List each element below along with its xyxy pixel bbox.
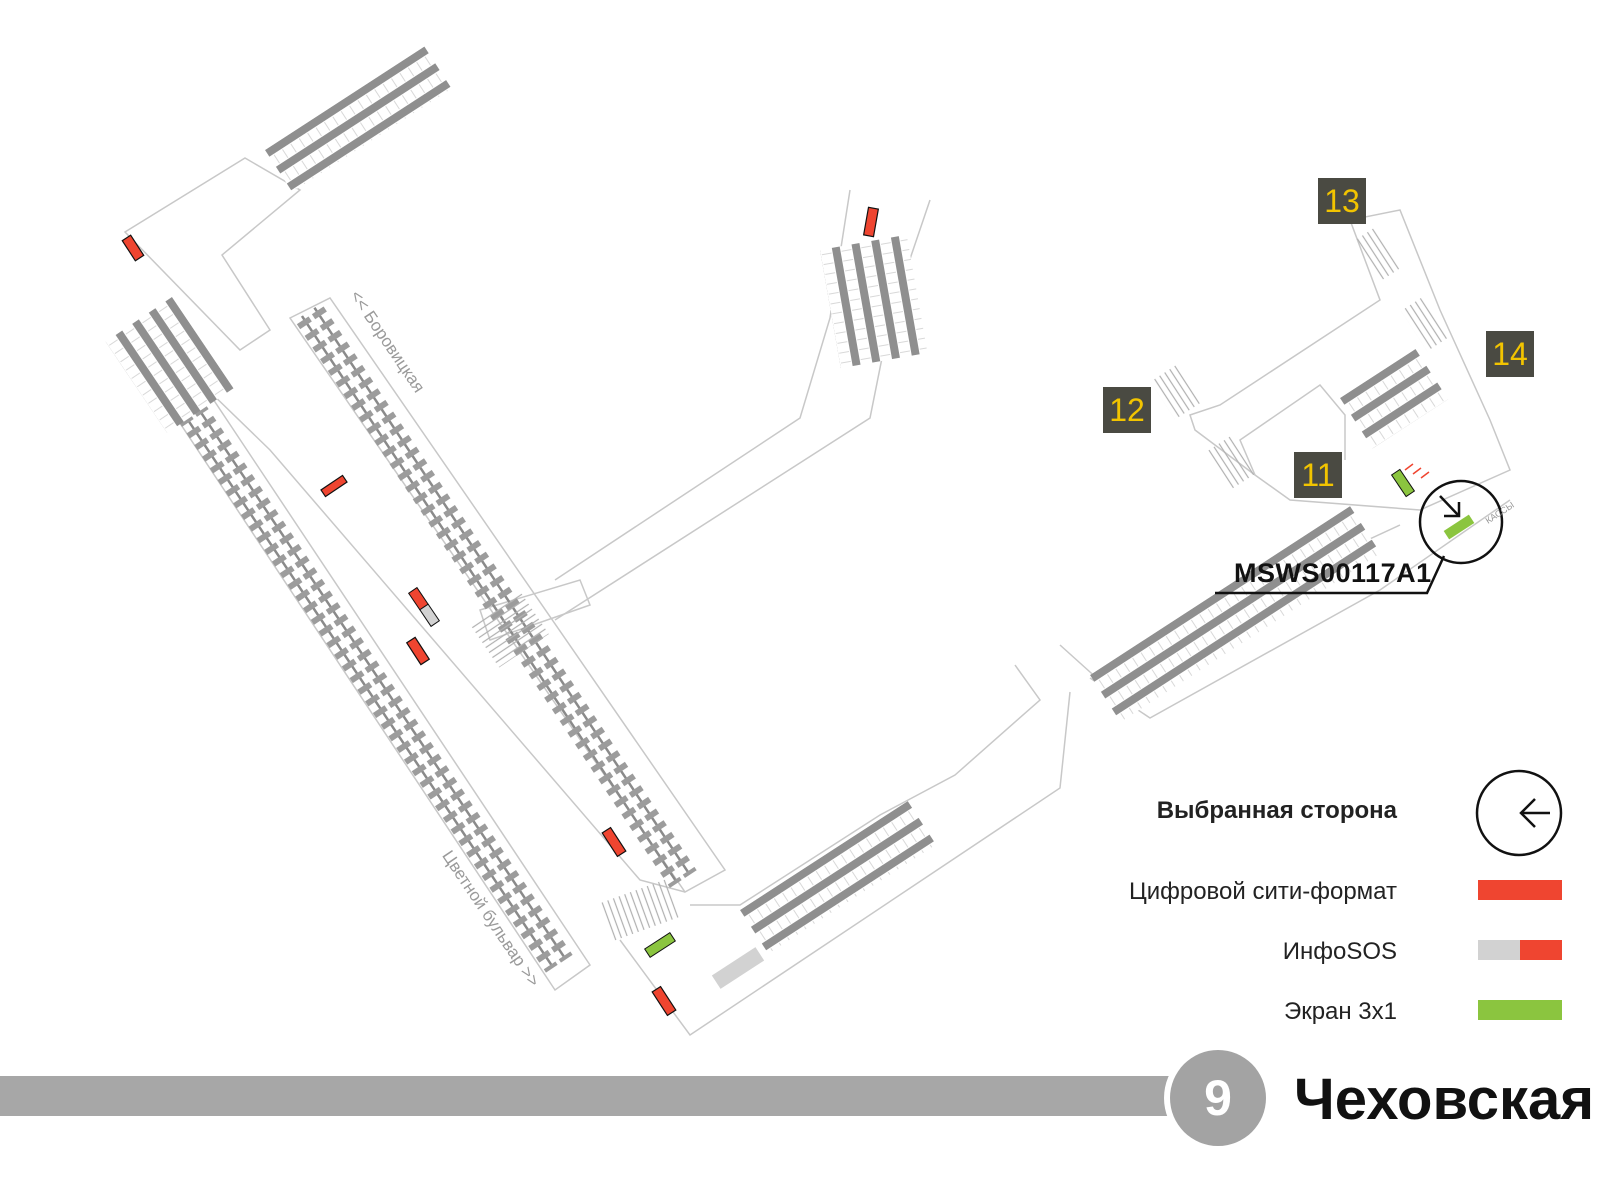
legend-digital-city-swatch	[1478, 880, 1562, 900]
door-notch	[1404, 463, 1430, 479]
selected-asset-pointer	[1215, 479, 1504, 595]
exit-11: 11	[1294, 452, 1342, 498]
kassy-label: КАССЫ	[1484, 500, 1516, 526]
exit-14: 14	[1486, 331, 1534, 377]
station-name: Чеховская	[1294, 1067, 1595, 1132]
legend-screen-swatch	[1478, 1000, 1562, 1020]
exit-12: 12	[1103, 387, 1151, 433]
legend-infosos-swatch	[1478, 940, 1562, 960]
digital-city-markers	[121, 206, 880, 1017]
legend-selected-side-icon	[1475, 769, 1563, 857]
escalator-n	[820, 234, 928, 369]
selected-asset-code: MSWS00117A1	[1234, 558, 1432, 588]
metro-line-bar	[0, 1076, 1170, 1116]
track-left	[168, 389, 573, 973]
escalator-east-long	[1090, 506, 1381, 722]
legend-screen: Экран 3х1	[1283, 998, 1397, 1025]
track-right	[294, 303, 697, 888]
legend-infosos: ИнфоSOS	[1282, 938, 1397, 965]
screen-markers	[644, 468, 1416, 959]
escalator-nw-top	[265, 46, 452, 192]
gray-block	[711, 947, 765, 989]
escalator-vestibule	[1340, 348, 1449, 449]
stairs	[471, 226, 1449, 941]
legend-digital-city: Цифровой сити-формат	[1128, 878, 1397, 905]
escalator-nw-bottom	[105, 297, 234, 433]
line-number-badge: 9	[1170, 1050, 1266, 1146]
legend-selected-side: Выбранная сторона	[1156, 797, 1397, 824]
escalator-south	[740, 801, 937, 954]
infosos-marker	[407, 586, 441, 628]
exit-13: 13	[1318, 178, 1366, 224]
